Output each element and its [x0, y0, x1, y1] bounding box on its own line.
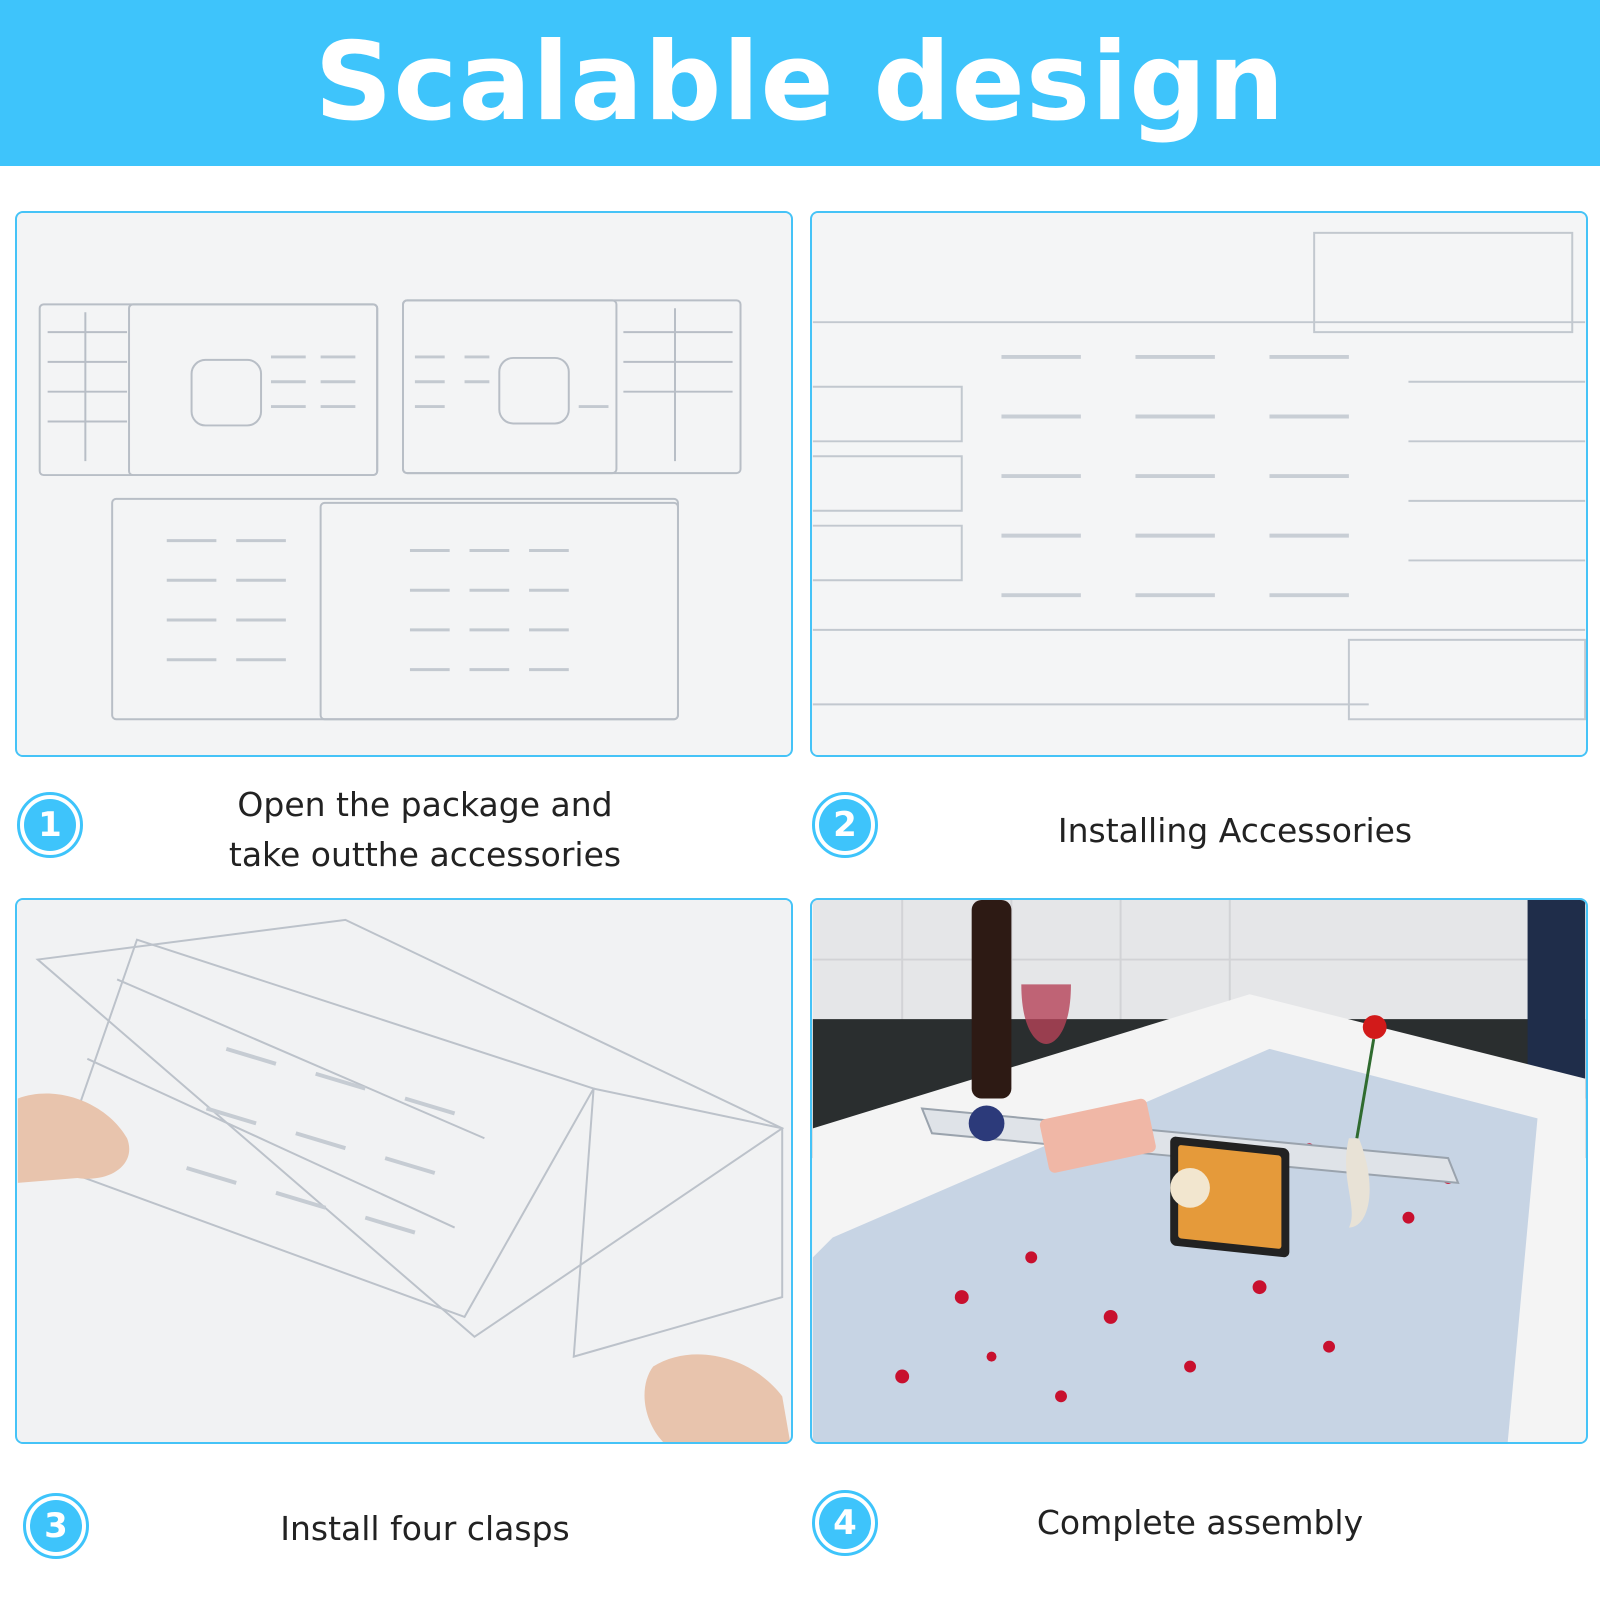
- right-hand: [644, 1354, 791, 1442]
- step-2-caption: Installing Accessories: [1057, 811, 1413, 850]
- tray-extending-illustration: [17, 900, 791, 1442]
- step-1-caption-line-1: Open the package and: [237, 785, 613, 824]
- step-3-number: 3: [30, 1500, 82, 1552]
- step-3-badge: 3: [23, 1493, 89, 1559]
- step-4-number: 4: [819, 1497, 871, 1549]
- step-3-caption: Install four clasps: [280, 1509, 570, 1548]
- wine-bottle: [971, 900, 1012, 1099]
- phone: [1039, 1098, 1156, 1173]
- step-2-number: 2: [819, 799, 871, 851]
- left-hand: [17, 1093, 130, 1183]
- step-4-caption: Complete assembly: [1036, 1503, 1364, 1542]
- tray-parts-illustration: [17, 213, 791, 755]
- step-4-badge: 4: [812, 1490, 878, 1556]
- step-1-caption: Open the package and take outthe accesso…: [120, 780, 730, 880]
- step-1-caption-line-2: take outthe accessories: [228, 835, 622, 874]
- page-title: Scalable design: [314, 20, 1286, 145]
- step-2-badge: 2: [812, 792, 878, 858]
- rose: [1362, 1015, 1387, 1039]
- step-1-number: 1: [24, 799, 76, 851]
- bathtub-scene-illustration: [812, 900, 1586, 1442]
- step-1-badge: 1: [17, 792, 83, 858]
- vase: [1346, 1138, 1370, 1228]
- header-banner: Scalable design: [0, 0, 1600, 166]
- step-2-photo: [810, 211, 1588, 757]
- step-4-photo: [810, 898, 1588, 1444]
- step-3-photo: [15, 898, 793, 1444]
- tray-closeup-illustration: [812, 213, 1586, 755]
- step-1-photo: [15, 211, 793, 757]
